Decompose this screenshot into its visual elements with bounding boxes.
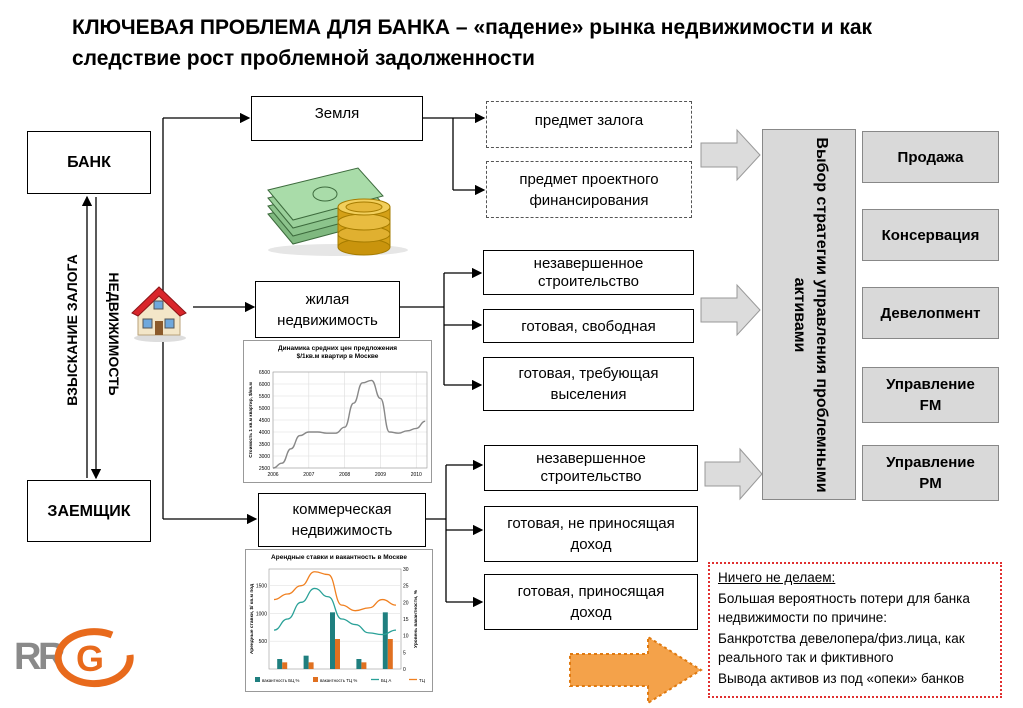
vacancy-bar: [335, 639, 340, 669]
svg-text:R: R: [14, 636, 41, 678]
option-development: Девелопмент: [862, 287, 999, 339]
note-line: Большая вероятность потери для банка нед…: [718, 591, 970, 625]
y-tick-label: 6500: [259, 370, 270, 376]
y2-tick-label: 30: [403, 567, 409, 573]
vacancy-bar: [382, 612, 388, 669]
land-project-financing: предмет проектного финансирования: [486, 161, 692, 218]
rrg-logo: R R G: [14, 628, 134, 688]
vacancy-bar: [277, 659, 283, 669]
category-land: Земля: [251, 96, 423, 141]
bank-box: БАНК: [27, 131, 151, 194]
vacancy-bar: [303, 655, 309, 669]
vacancy-bar: [356, 659, 362, 669]
y-tick-label: 5000: [259, 406, 270, 412]
note-heading: Ничего не делаем:: [718, 570, 836, 585]
option-sale: Продажа: [862, 131, 999, 183]
chart-title: Арендные ставки и вакантность в Москве: [271, 554, 407, 561]
vacancy-bar: [387, 639, 393, 669]
vacancy-bar: [282, 662, 288, 669]
x-tick-label: 2006: [267, 472, 278, 478]
legend-swatch: [255, 677, 260, 682]
category-residential: жилая недвижимость: [255, 281, 400, 338]
realty-label: НЕДВИЖИМОСТЬ: [106, 272, 122, 396]
y2-tick-label: 20: [403, 600, 409, 606]
rent-series-line: [273, 571, 397, 612]
rent-vacancy-chart: Арендные ставки и вакантность в Москве50…: [245, 549, 433, 692]
option-conservation: Консервация: [862, 209, 999, 261]
note-box: Ничего не делаем: Большая вероятность по…: [708, 562, 1002, 698]
commercial-ready-income: готовая, приносящая доход: [484, 574, 698, 630]
price-line-chart: Динамика средних цен предложения$/1кв.м …: [243, 340, 432, 483]
commercial-unfinished: незавершенное строительство: [484, 445, 698, 491]
legend-label: вакантность ТЦ %: [320, 678, 357, 683]
y-tick-label: 3000: [259, 454, 270, 460]
y-tick-label: 6000: [259, 382, 270, 388]
vacancy-bar: [330, 612, 335, 669]
x-tick-label: 2007: [303, 472, 314, 478]
money-icon: [267, 167, 408, 256]
y2-tick-label: 15: [403, 617, 409, 623]
chart-title: $/1кв.м квартир в Москве: [297, 353, 379, 360]
vacancy-bar: [308, 662, 314, 669]
y2-tick-label: 25: [403, 584, 409, 590]
strategy-box: Выбор стратегии управления проблемными а…: [762, 129, 856, 500]
y-tick-label: 5500: [259, 394, 270, 400]
x-tick-label: 2009: [375, 472, 386, 478]
commercial-ready-no-income: готовая, не приносящая доход: [484, 506, 698, 562]
note-line: Вывода активов из под «опеки» банков: [718, 671, 965, 686]
y-tick-label: 1500: [256, 584, 267, 590]
rent-series-line: [273, 587, 397, 636]
note-line: Банкротства девелопера/физ.лица, как реа…: [718, 631, 965, 665]
y2-tick-label: 10: [403, 634, 409, 640]
chart-title: Динамика средних цен предложения: [278, 345, 397, 352]
y-tick-label: 3500: [259, 442, 270, 448]
legend-label: БЦ A: [381, 678, 391, 683]
house-icon: [131, 286, 187, 342]
residential-ready-free: готовая, свободная: [483, 309, 694, 343]
y-tick-label: 4500: [259, 418, 270, 424]
y-tick-label: 4000: [259, 430, 270, 436]
y-tick-label: 500: [259, 639, 268, 645]
y2-axis-label: Уровень вакантности, %: [413, 589, 419, 648]
vacancy-bar: [361, 662, 367, 669]
chart-frame: [243, 340, 432, 483]
land-collateral: предмет залога: [486, 101, 692, 148]
x-tick-label: 2010: [411, 472, 422, 478]
legend-label: ТЦ: [419, 678, 426, 683]
residential-unfinished: незавершенное строительство: [483, 250, 694, 295]
residential-ready-eviction: готовая, требующая выселения: [483, 357, 694, 411]
y-axis-label: Стоимость 1 кв.м квартир, $/кв.м: [248, 382, 253, 458]
legend-label: вакантность БЦ %: [262, 678, 300, 683]
y-tick-label: 1000: [256, 611, 267, 617]
x-tick-label: 2008: [339, 472, 350, 478]
option-pm: Управление PM: [862, 445, 999, 501]
borrower-box: ЗАЕМЩИК: [27, 480, 151, 542]
slide-title: КЛЮЧЕВАЯ ПРОБЛЕМА ДЛЯ БАНКА – «падение» …: [72, 16, 873, 70]
y-axis-label: Арендные ставки, $/ кв.м под: [249, 584, 255, 654]
y-tick-label: 2500: [259, 466, 270, 472]
collection-label: ВЗЫСКАНИЕ ЗАЛОГА: [64, 254, 80, 406]
option-fm: Управление FM: [862, 367, 999, 423]
strategy-label: Выбор стратегии управления проблемными а…: [791, 137, 830, 493]
legend-swatch: [313, 677, 318, 682]
y2-tick-label: 0: [403, 667, 406, 673]
price-series-line: [272, 379, 426, 469]
category-commercial: коммерческая недвижимость: [258, 493, 426, 547]
plot-area: [272, 371, 428, 469]
y2-tick-label: 5: [403, 650, 406, 656]
svg-text:G: G: [76, 638, 104, 679]
